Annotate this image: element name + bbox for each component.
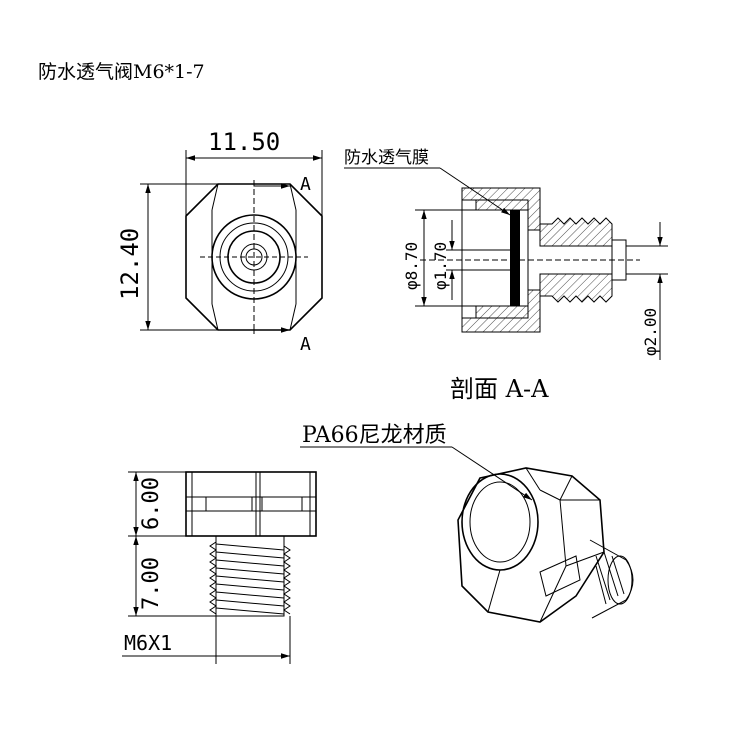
dim-outer-diameter: φ8.70 [402,242,421,290]
membrane-label: 防水透气膜 [344,148,429,168]
section-mark-top: A [300,174,311,195]
drawing-title: 防水透气阀M6*1-7 [38,61,205,83]
front-view: 11.50 12.40 A A [116,128,323,355]
front-height-dimension: 12.40 [116,228,144,300]
membrane [510,210,520,306]
iso-view: PA66尼龙材质 [300,423,634,623]
thread-spec-label: M6X1 [124,631,172,655]
section-mark-bottom: A [300,334,311,355]
iso-hex-body [457,467,605,623]
thread-length-dimension: 7.00 [139,557,164,610]
dim-bore-diameter: φ2.00 [641,308,660,356]
front-width-dimension: 11.50 [208,128,280,156]
dim-inner-diameter: φ1.70 [431,242,450,290]
material-label: PA66尼龙材质 [302,423,447,448]
head-height-dimension: 6.00 [139,477,164,530]
section-caption: 剖面 A-A [450,375,549,403]
section-view: 防水透气膜 φ8.70 φ1.70 φ2.00 剖面 [344,148,668,403]
side-view: 6.00 7.00 M6X1 [122,471,317,664]
